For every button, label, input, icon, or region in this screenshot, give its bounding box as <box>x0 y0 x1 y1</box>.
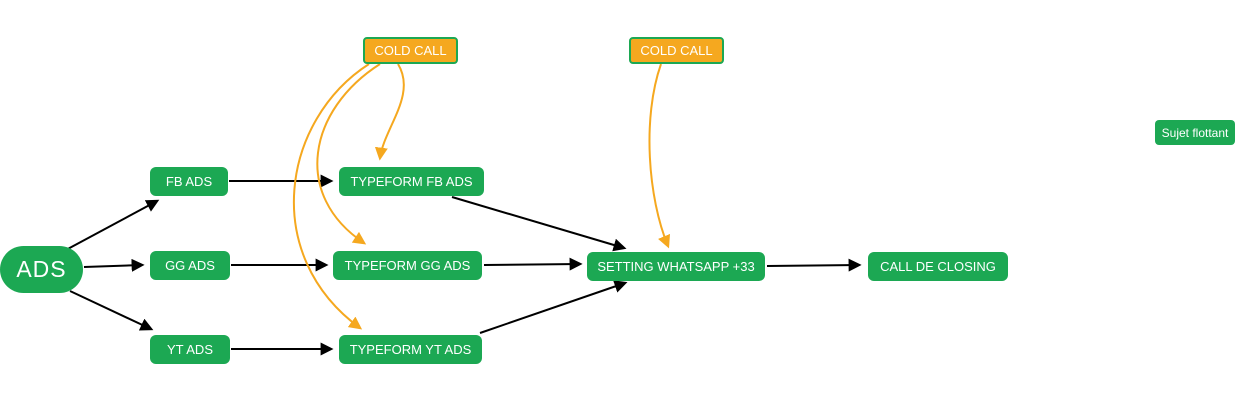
node-label: CALL DE CLOSING <box>880 259 996 274</box>
node-label: COLD CALL <box>640 43 713 58</box>
node-ads[interactable]: ADS <box>0 246 83 293</box>
edge-cold-call-2-setting-whatsapp[interactable] <box>648 63 671 249</box>
edge-cold-call-1-typeform-gg-ads[interactable] <box>316 63 381 245</box>
node-label: COLD CALL <box>374 43 447 58</box>
edge-cold-call-1-typeform-fb-ads[interactable] <box>374 63 405 161</box>
node-setting-whatsapp[interactable]: SETTING WHATSAPP +33 <box>587 252 765 281</box>
node-cold-call-2[interactable]: COLD CALL <box>629 37 724 64</box>
node-sujet-flottant[interactable]: Sujet flottant <box>1155 120 1235 145</box>
edge-typeform-yt-ads-setting-whatsapp[interactable] <box>479 280 628 334</box>
node-yt-ads[interactable]: YT ADS <box>150 335 230 364</box>
node-label: GG ADS <box>165 258 215 273</box>
edge-setting-whatsapp-call-de-closing[interactable] <box>766 258 862 272</box>
node-label: SETTING WHATSAPP +33 <box>597 259 755 274</box>
node-cold-call-1[interactable]: COLD CALL <box>363 37 458 64</box>
node-label: Sujet flottant <box>1161 125 1229 140</box>
node-typeform-gg-ads[interactable]: TYPEFORM GG ADS <box>333 251 482 280</box>
node-typeform-yt-ads[interactable]: TYPEFORM YT ADS <box>339 335 482 364</box>
edge-typeform-gg-ads-setting-whatsapp[interactable] <box>483 257 583 271</box>
node-label: TYPEFORM GG ADS <box>344 258 471 273</box>
edge-typeform-fb-ads-setting-whatsapp[interactable] <box>451 196 627 252</box>
edge-ads-fb-ads[interactable] <box>63 199 160 252</box>
node-label: TYPEFORM FB ADS <box>350 174 473 189</box>
node-call-de-closing[interactable]: CALL DE CLOSING <box>868 252 1008 281</box>
node-label: TYPEFORM YT ADS <box>349 342 472 357</box>
node-label: YT ADS <box>166 342 213 357</box>
edge-ads-yt-ads[interactable] <box>69 290 154 331</box>
node-gg-ads[interactable]: GG ADS <box>150 251 230 280</box>
node-label: ADS <box>16 256 67 282</box>
node-typeform-fb-ads[interactable]: TYPEFORM FB ADS <box>339 167 484 196</box>
node-fb-ads[interactable]: FB ADS <box>150 167 228 196</box>
edge-cold-call-1-typeform-yt-ads[interactable] <box>292 63 370 330</box>
edge-ads-gg-ads[interactable] <box>83 258 145 272</box>
node-label: FB ADS <box>165 174 213 189</box>
